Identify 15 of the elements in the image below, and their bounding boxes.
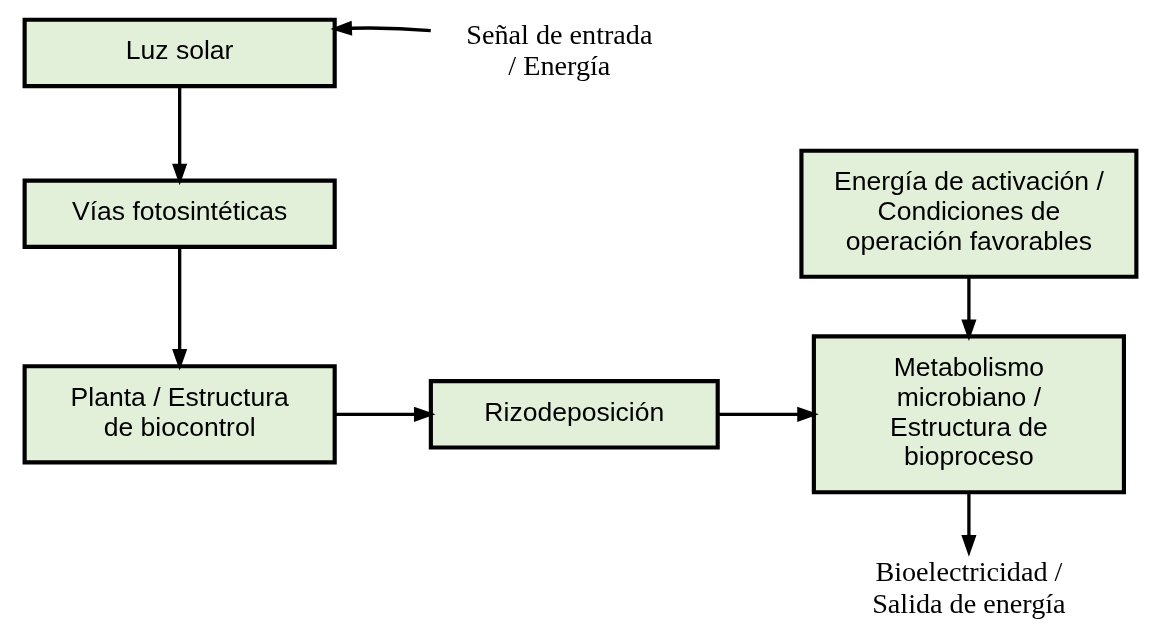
arrow <box>961 276 977 342</box>
node-box: Vías fotosintéticas <box>22 178 337 249</box>
arrow <box>330 20 431 36</box>
arrow <box>718 406 819 422</box>
node-text: Señal de entrada / Energía <box>466 18 653 82</box>
node-box: Rizodeposición <box>428 379 720 450</box>
arrow <box>961 492 977 557</box>
node-box: Energía de activación / Condiciones de operación favorables <box>799 148 1139 279</box>
arrow <box>335 406 436 422</box>
node-box: Planta / Estructura de biocontrol <box>22 364 337 465</box>
node-box: Metabolismo microbiano / Estructura de bioproceso <box>811 334 1126 495</box>
node-text: Bioelectricidad / Salida de energía <box>872 556 1066 619</box>
arrow <box>172 86 188 186</box>
node-box: Luz solar <box>22 17 337 89</box>
arrow <box>172 247 188 371</box>
